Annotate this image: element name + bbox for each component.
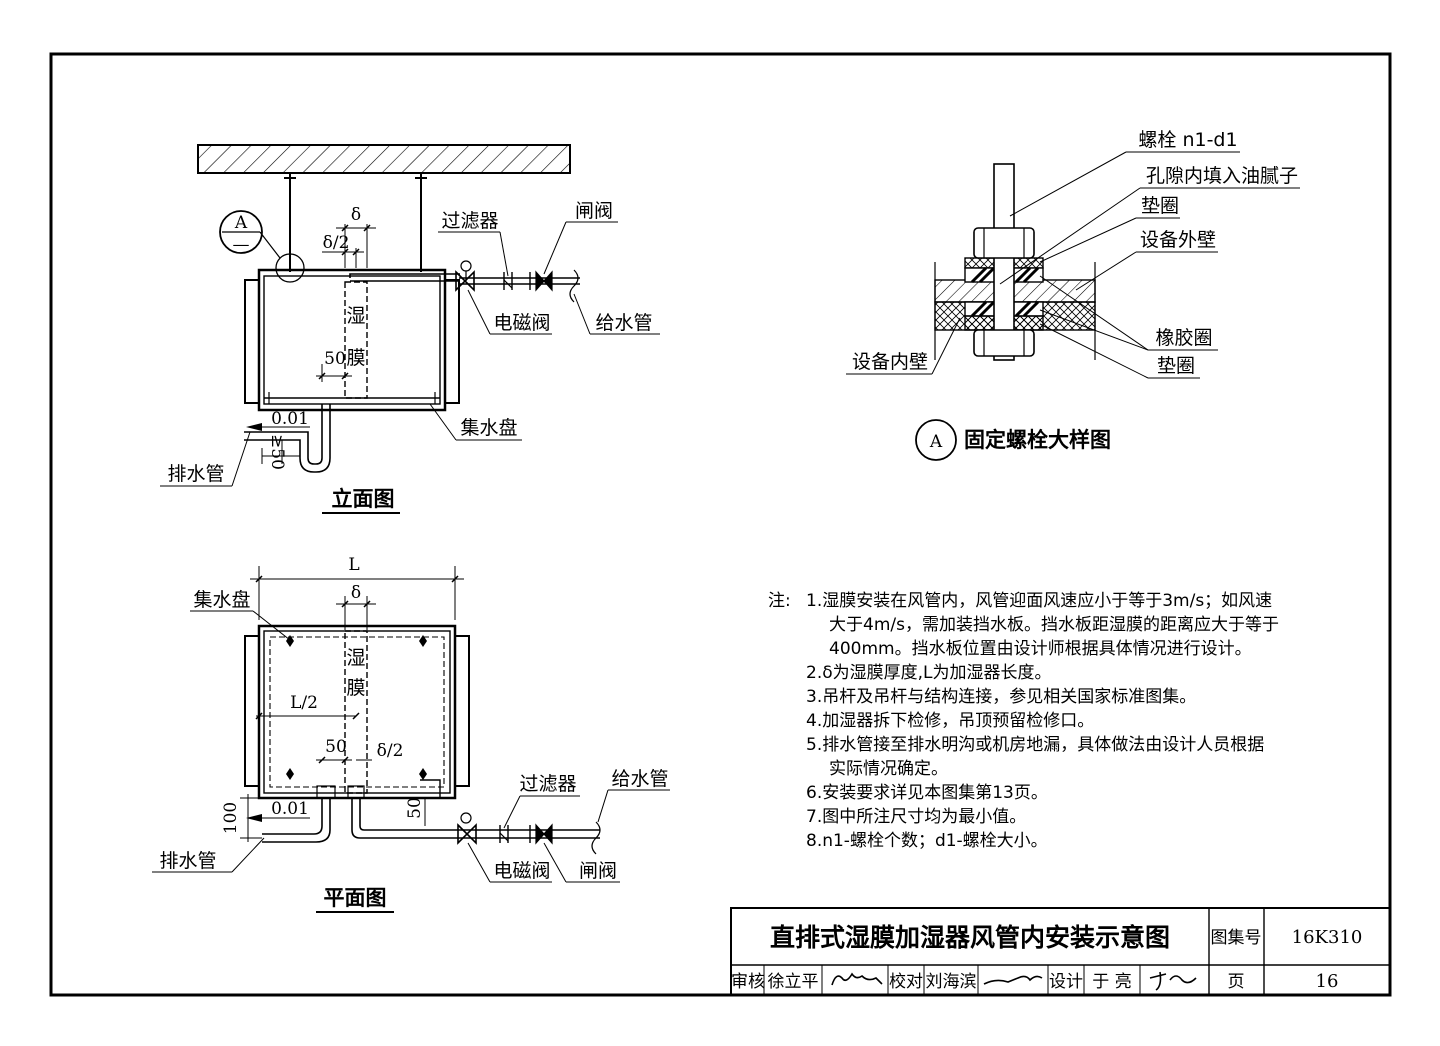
drawing-title: 直排式湿膜加湿器风管内安装示意图 bbox=[770, 923, 1170, 952]
note-line: 1.湿膜安装在风管内，风管迎面风速应小于等于3m/s；如风速 bbox=[806, 591, 1272, 611]
detail-callout-circle bbox=[275, 253, 305, 283]
ceiling-slab bbox=[197, 144, 571, 174]
elev-filter bbox=[503, 279, 513, 289]
plan-filter bbox=[499, 832, 509, 842]
elev-drain-pipe bbox=[244, 404, 323, 465]
page-number: 16 bbox=[1316, 971, 1339, 992]
elevation-title: 立面图 bbox=[332, 487, 395, 511]
detail-title-letter: A bbox=[929, 432, 943, 452]
elev-dim-50: 50 bbox=[324, 349, 346, 369]
plan-wet-film bbox=[344, 630, 368, 794]
plan-tray-label: 集水盘 bbox=[193, 589, 250, 611]
design-label: 设计 bbox=[1049, 972, 1083, 992]
elev-slope: 0.01 bbox=[271, 409, 309, 429]
note-line: 6.安装要求详见本图集第13页。 bbox=[806, 783, 1048, 803]
plan-solenoid-valve bbox=[457, 823, 477, 845]
checker-signature bbox=[983, 975, 1043, 985]
notes: 注: 1.湿膜安装在风管内，风管迎面风速应小于等于3m/s；如风速 大于4m/s… bbox=[768, 591, 1279, 851]
plan-gate-label: 闸阀 bbox=[579, 860, 617, 882]
plan-half-delta: δ/2 bbox=[377, 741, 404, 761]
bolt-detail: 螺栓 n1-d1 孔隙内填入油腻子 垫圈 设备外壁 橡胶圈 垫圈 设备内壁 A … bbox=[846, 129, 1300, 461]
elev-drain-label: 排水管 bbox=[167, 463, 224, 485]
plan-drain-label: 排水管 bbox=[159, 850, 216, 872]
elev-half-delta-label: δ/2 bbox=[323, 233, 350, 253]
detail-title-mark bbox=[915, 419, 957, 461]
reviewer-signature bbox=[831, 972, 883, 986]
plan-supply-label: 给水管 bbox=[611, 768, 668, 790]
plan-solenoid-label: 电磁阀 bbox=[493, 860, 550, 882]
elev-min-50: ≥50 bbox=[267, 434, 287, 470]
detail-washer-top-label: 垫圈 bbox=[1141, 195, 1179, 217]
plan-title: 平面图 bbox=[324, 886, 387, 910]
elev-gate-valve bbox=[535, 270, 553, 292]
plan-drain-pipe bbox=[262, 798, 323, 835]
title-block: 直排式湿膜加湿器风管内安装示意图 图集号 16K310 审核 徐立平 校对 刘海… bbox=[730, 907, 1391, 996]
note-line: 2.δ为湿膜厚度,L为加湿器长度。 bbox=[806, 663, 1052, 683]
detail-bolt-label: 螺栓 n1-d1 bbox=[1138, 129, 1237, 151]
plan-L-label: L bbox=[348, 555, 359, 575]
designer-signature bbox=[1149, 971, 1197, 991]
detail-outer-wall-label: 设备外壁 bbox=[1140, 229, 1216, 251]
plan-dim-50b: 50 bbox=[405, 797, 425, 819]
note-line: 5.排水管接至排水明沟或机房地漏，具体做法由设计人员根据 bbox=[806, 735, 1264, 755]
review-label: 审核 bbox=[731, 972, 765, 992]
plan-view: L δ 湿 膜 L/2 bbox=[152, 555, 670, 913]
plan-filter-label: 过滤器 bbox=[519, 773, 576, 795]
elev-film-text-2: 膜 bbox=[346, 347, 365, 369]
detail-mark-circle bbox=[219, 210, 263, 254]
checker-name: 刘海滨 bbox=[926, 972, 977, 992]
detail-title: 固定螺栓大样图 bbox=[964, 428, 1111, 452]
note-line: 7.图中所注尺寸均为最小值。 bbox=[806, 807, 1026, 827]
detail-mark-letter: A bbox=[234, 213, 248, 233]
notes-prefix: 注: bbox=[768, 591, 791, 611]
note-line: 实际情况确定。 bbox=[829, 759, 948, 779]
plan-flange-right bbox=[454, 635, 470, 787]
detail-washer-bottom-label: 垫圈 bbox=[1157, 355, 1195, 377]
elev-solenoid-valve bbox=[455, 270, 475, 292]
duct-flange-left bbox=[244, 279, 260, 404]
note-line: 4.加湿器拆下检修，吊顶预留检修口。 bbox=[806, 711, 1094, 731]
note-line: 8.n1-螺栓个数；d1-螺栓大小。 bbox=[806, 831, 1048, 851]
plan-delta-label: δ bbox=[351, 583, 361, 603]
elev-delta-label: δ bbox=[351, 205, 361, 225]
plan-film-text-1: 湿 bbox=[346, 647, 365, 669]
elev-film-text-1: 湿 bbox=[346, 305, 365, 327]
check-label: 校对 bbox=[889, 972, 923, 992]
plan-dim-50: 50 bbox=[325, 737, 347, 757]
bolt-shank bbox=[993, 163, 1015, 361]
bolt-nut-top bbox=[973, 227, 1035, 259]
elev-gate-label: 闸阀 bbox=[575, 200, 613, 222]
plan-film-text-2: 膜 bbox=[346, 677, 365, 699]
bolt-nut-bottom bbox=[973, 329, 1035, 357]
outer-wall-section bbox=[934, 279, 1096, 303]
atlas-number: 16K310 bbox=[1292, 927, 1363, 948]
note-line: 大于4m/s，需加装挡水板。挡水板距湿膜的距离应大于等于 bbox=[829, 615, 1279, 635]
detail-mark-sub: — bbox=[233, 235, 250, 255]
plan-gate-valve bbox=[535, 823, 553, 845]
plan-slope: 0.01 bbox=[271, 799, 309, 819]
detail-rubber-label: 橡胶圈 bbox=[1155, 327, 1212, 349]
elev-tray-label: 集水盘 bbox=[460, 417, 517, 439]
designer-name: 于 亮 bbox=[1092, 972, 1131, 992]
duct-flange-right bbox=[444, 279, 460, 404]
page-label: 页 bbox=[1228, 972, 1245, 992]
plan-half-L: L/2 bbox=[290, 693, 318, 713]
wet-film bbox=[344, 281, 368, 399]
elev-filter-label: 过滤器 bbox=[441, 210, 498, 232]
humidifier-body bbox=[257, 268, 447, 412]
note-line: 400mm。挡水板位置由设计师根据具体情况进行设计。 bbox=[829, 639, 1252, 659]
elevation-view: A — δ δ/2 湿 膜 50 bbox=[160, 144, 660, 514]
elev-supply-label: 给水管 bbox=[595, 312, 652, 334]
atlas-label: 图集号 bbox=[1211, 928, 1262, 948]
detail-putty-label: 孔隙内填入油腻子 bbox=[1146, 165, 1298, 187]
plan-dim-100: 100 bbox=[221, 802, 241, 834]
detail-inner-wall-label: 设备内壁 bbox=[852, 351, 928, 373]
elev-solenoid-label: 电磁阀 bbox=[493, 312, 550, 334]
sheet-border bbox=[49, 52, 1392, 997]
note-line: 3.吊杆及吊杆与结构连接，参见相关国家标准图集。 bbox=[806, 687, 1196, 707]
reviewer-name: 徐立平 bbox=[768, 972, 819, 992]
plan-flange-left bbox=[244, 635, 260, 787]
